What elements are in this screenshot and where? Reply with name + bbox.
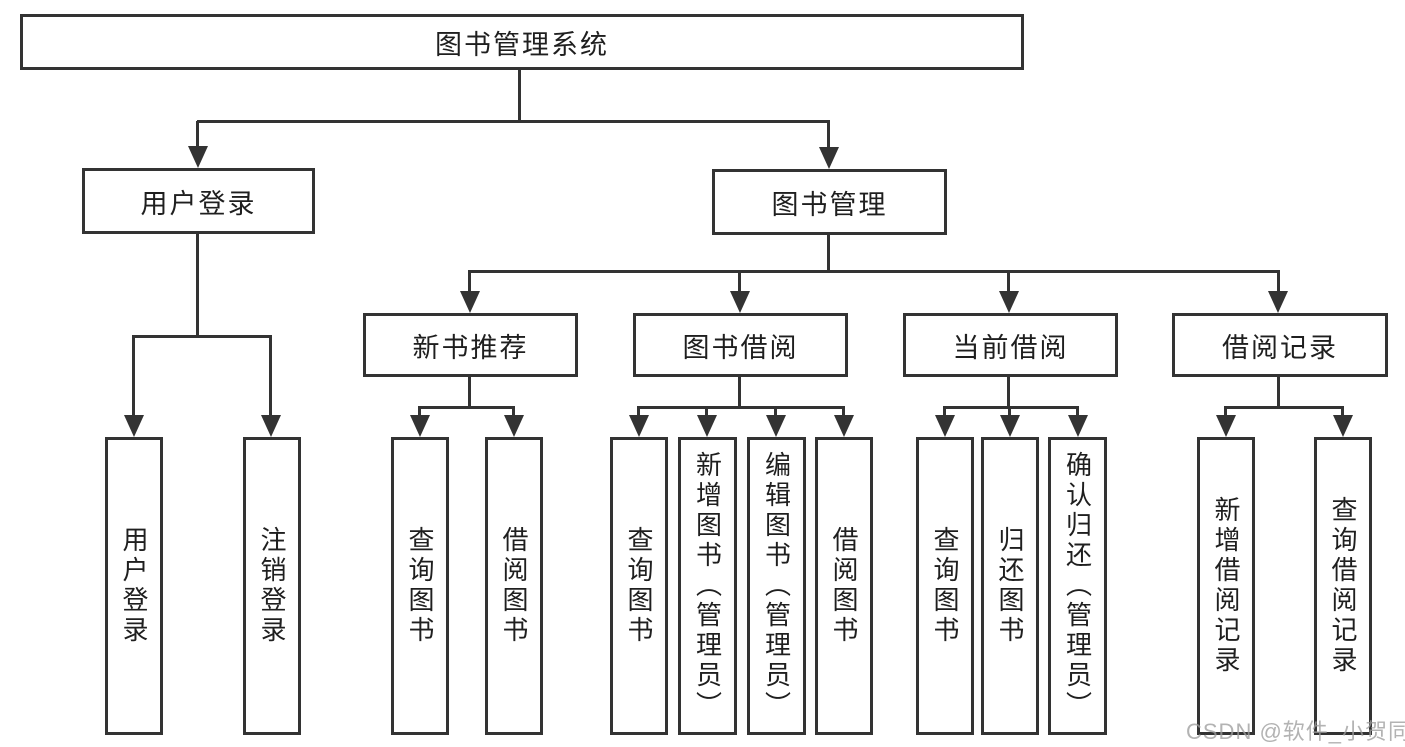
leaf-borrow-borrow-books-label: 借阅图书 — [829, 526, 859, 646]
arrow-down-icon — [1000, 415, 1020, 437]
connector-line — [1224, 406, 1344, 409]
leaf-current-query-books: 查询图书 — [916, 437, 974, 735]
connector-line — [518, 69, 521, 122]
leaf-borrow-edit-books-admin: 编辑图书（管理员） — [747, 437, 806, 735]
connector-line — [196, 233, 199, 337]
leaf-logout-label: 注销登录 — [257, 526, 287, 646]
leaf-logout: 注销登录 — [243, 437, 301, 735]
arrow-down-icon — [124, 415, 144, 437]
arrow-down-icon — [834, 415, 854, 437]
connector-line — [468, 270, 471, 293]
node-user-login: 用户登录 — [82, 168, 315, 234]
connector-line — [842, 407, 845, 417]
connector-line — [269, 335, 272, 417]
node-book-borrow: 图书借阅 — [633, 313, 848, 377]
connector-line — [943, 407, 946, 417]
connector-line — [1277, 270, 1280, 293]
csdn-watermark: CSDN @软件_小贺同学 — [1186, 719, 1405, 744]
leaf-records-add-record-label: 新增借阅记录 — [1211, 496, 1241, 676]
connector-line — [738, 377, 741, 408]
arrow-down-icon — [188, 146, 208, 168]
connector-line — [1224, 407, 1227, 417]
connector-line — [705, 407, 708, 417]
connector-line — [1277, 377, 1280, 408]
leaf-recommend-borrow-books: 借阅图书 — [485, 437, 543, 735]
connector-line — [637, 407, 640, 417]
node-current-borrow: 当前借阅 — [903, 313, 1118, 377]
node-current-borrow-label: 当前借阅 — [952, 332, 1069, 363]
leaf-borrow-edit-books-admin-label: 编辑图书（管理员） — [761, 451, 792, 721]
connector-line — [196, 121, 199, 148]
arrow-down-icon — [819, 147, 839, 169]
connector-line — [418, 407, 421, 417]
leaf-borrow-query-books: 查询图书 — [610, 437, 668, 735]
connector-line — [418, 406, 515, 409]
leaf-current-confirm-return-admin-label: 确认归还（管理员） — [1062, 451, 1093, 721]
arrow-down-icon — [1268, 291, 1288, 313]
connector-line — [1007, 270, 1010, 293]
node-book-management-label: 图书管理 — [771, 189, 888, 220]
connector-line — [1076, 407, 1079, 417]
node-book-borrow-label: 图书借阅 — [682, 332, 799, 363]
leaf-recommend-query-books: 查询图书 — [391, 437, 449, 735]
leaf-current-return-books: 归还图书 — [981, 437, 1039, 735]
leaf-recommend-query-books-label: 查询图书 — [405, 526, 435, 646]
leaf-records-query-record: 查询借阅记录 — [1314, 437, 1372, 735]
node-root-label: 图书管理系统 — [435, 29, 609, 60]
connector-line — [774, 407, 777, 417]
leaf-borrow-add-books-admin: 新增图书（管理员） — [678, 437, 737, 735]
arrow-down-icon — [697, 415, 717, 437]
arrow-down-icon — [410, 415, 430, 437]
arrow-down-icon — [766, 415, 786, 437]
connector-line — [1008, 407, 1011, 417]
arrow-down-icon — [629, 415, 649, 437]
leaf-current-query-books-label: 查询图书 — [930, 526, 960, 646]
connector-line — [132, 335, 272, 338]
node-book-management: 图书管理 — [712, 169, 947, 235]
arrow-down-icon — [730, 291, 750, 313]
connector-line — [1341, 407, 1344, 417]
connector-line — [468, 377, 471, 408]
connector-line — [197, 120, 830, 123]
connector-line — [738, 270, 741, 293]
connector-line — [468, 270, 1280, 273]
connector-line — [132, 335, 135, 417]
leaf-borrow-borrow-books: 借阅图书 — [815, 437, 873, 735]
leaf-borrow-query-books-label: 查询图书 — [624, 526, 654, 646]
arrow-down-icon — [1068, 415, 1088, 437]
connector-line — [943, 406, 1079, 409]
connector-line — [637, 406, 845, 409]
arrow-down-icon — [999, 291, 1019, 313]
arrow-down-icon — [1216, 415, 1236, 437]
node-user-login-label: 用户登录 — [140, 188, 257, 219]
node-borrow-records: 借阅记录 — [1172, 313, 1388, 377]
leaf-current-confirm-return-admin: 确认归还（管理员） — [1048, 437, 1107, 735]
leaf-records-add-record: 新增借阅记录 — [1197, 437, 1255, 735]
leaf-records-query-record-label: 查询借阅记录 — [1328, 496, 1358, 676]
arrow-down-icon — [935, 415, 955, 437]
leaf-borrow-add-books-admin-label: 新增图书（管理员） — [692, 451, 723, 721]
leaf-user-login: 用户登录 — [105, 437, 163, 735]
node-borrow-records-label: 借阅记录 — [1222, 332, 1338, 363]
connector-line — [512, 407, 515, 417]
arrow-down-icon — [261, 415, 281, 437]
node-root: 图书管理系统 — [20, 14, 1024, 70]
connector-line — [1007, 377, 1010, 408]
connector-line — [827, 234, 830, 272]
connector-line — [827, 121, 830, 148]
node-new-book-recommend: 新书推荐 — [363, 313, 578, 377]
node-new-book-recommend-label: 新书推荐 — [412, 332, 529, 363]
arrow-down-icon — [460, 291, 480, 313]
arrow-down-icon — [1333, 415, 1353, 437]
leaf-user-login-label: 用户登录 — [119, 526, 149, 646]
leaf-recommend-borrow-books-label: 借阅图书 — [499, 526, 529, 646]
arrow-down-icon — [504, 415, 524, 437]
leaf-current-return-books-label: 归还图书 — [995, 526, 1025, 646]
